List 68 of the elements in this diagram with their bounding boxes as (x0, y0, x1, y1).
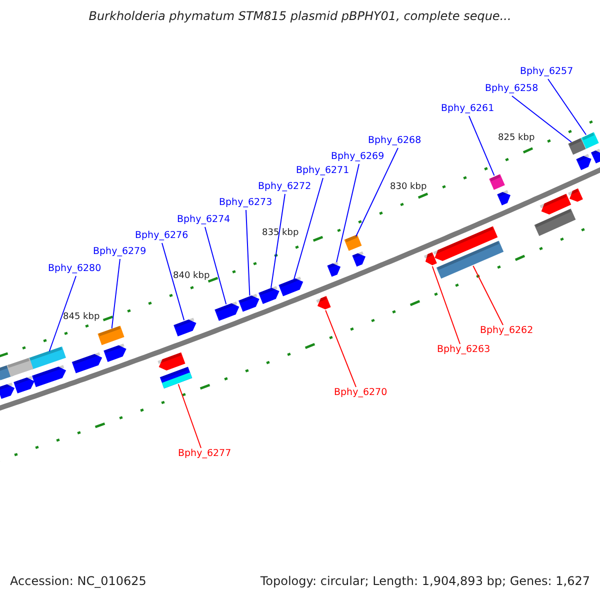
leader-line (548, 78, 587, 136)
scale-label: 825 kbp (498, 132, 535, 144)
gene-label: Bphy_6262 (480, 325, 534, 337)
gene-label: Bphy_6270 (334, 387, 388, 399)
gene-feature (540, 194, 572, 214)
gene-feature (14, 376, 34, 394)
gene-feature (98, 326, 124, 346)
gene-feature (104, 344, 126, 362)
gene-feature (174, 318, 196, 336)
gene-label: Bphy_6269 (331, 151, 384, 163)
leader-line (204, 226, 227, 305)
leader-line (293, 178, 324, 280)
scale-label: 830 kbp (390, 181, 427, 193)
gene-feature (238, 294, 260, 312)
gene-label: Bphy_6271 (296, 165, 350, 177)
gene-feature (278, 276, 304, 296)
footer-text: Accession: NC_010625 (10, 575, 146, 587)
gene-feature (489, 174, 505, 190)
gene-feature (158, 352, 186, 371)
leader-line (178, 384, 202, 448)
gene-feature (568, 188, 583, 202)
leader-line (356, 148, 398, 237)
gene-feature (568, 138, 586, 155)
gene-label: Bphy_6257 (520, 66, 574, 78)
gene-feature (327, 262, 341, 277)
gene-label: Bphy_6273 (219, 197, 272, 209)
footer-text: Topology: circular; Length: 1,904,893 bp; Genes: 1,627 (260, 575, 590, 587)
gene-label: Bphy_6261 (441, 103, 494, 115)
gene-feature (590, 148, 600, 164)
gene-feature (32, 365, 66, 388)
gene-label: Bphy_6274 (177, 214, 230, 226)
leader-line (432, 266, 460, 344)
gene-label: Bphy_6263 (437, 344, 490, 356)
gene-feature (72, 352, 102, 374)
gene-label: Bphy_6276 (135, 230, 188, 242)
leader-line (336, 164, 360, 263)
leader-line (270, 194, 286, 288)
gene-label: Bphy_6258 (485, 83, 538, 95)
leader-line (468, 116, 495, 176)
gene-feature (424, 252, 437, 266)
scale-label: 835 kbp (262, 227, 299, 239)
gene-feature (160, 366, 192, 388)
leader-line (246, 210, 250, 296)
gene-label: Bphy_6268 (368, 135, 422, 147)
gene-feature (6, 358, 34, 377)
scale-label: 845 kbp (63, 311, 100, 323)
gene-feature (344, 234, 362, 251)
leader-line (325, 310, 356, 388)
gene-feature (316, 296, 331, 310)
leader-line (472, 265, 504, 326)
gene-feature (534, 208, 576, 236)
gene-label: Bphy_6272 (258, 181, 312, 193)
gene-label: Bphy_6279 (93, 246, 146, 258)
gene-feature (0, 382, 15, 399)
gene-feature (214, 301, 240, 321)
scale-label: 840 kbp (173, 270, 210, 282)
gene-feature (352, 251, 366, 267)
gene-feature (581, 132, 599, 149)
leader-line (512, 96, 572, 143)
gene-feature (497, 190, 510, 206)
gene-label: Bphy_6277 (178, 448, 232, 460)
gene-label: Bphy_6280 (48, 263, 102, 275)
gene-feature (436, 240, 504, 279)
gene-feature (28, 346, 66, 370)
gene-feature (433, 226, 498, 261)
title: Burkholderia phymatum STM815 plasmid pBPHY01, complete seque... (88, 10, 512, 22)
gene-feature (258, 286, 280, 304)
leader-line (162, 242, 185, 321)
